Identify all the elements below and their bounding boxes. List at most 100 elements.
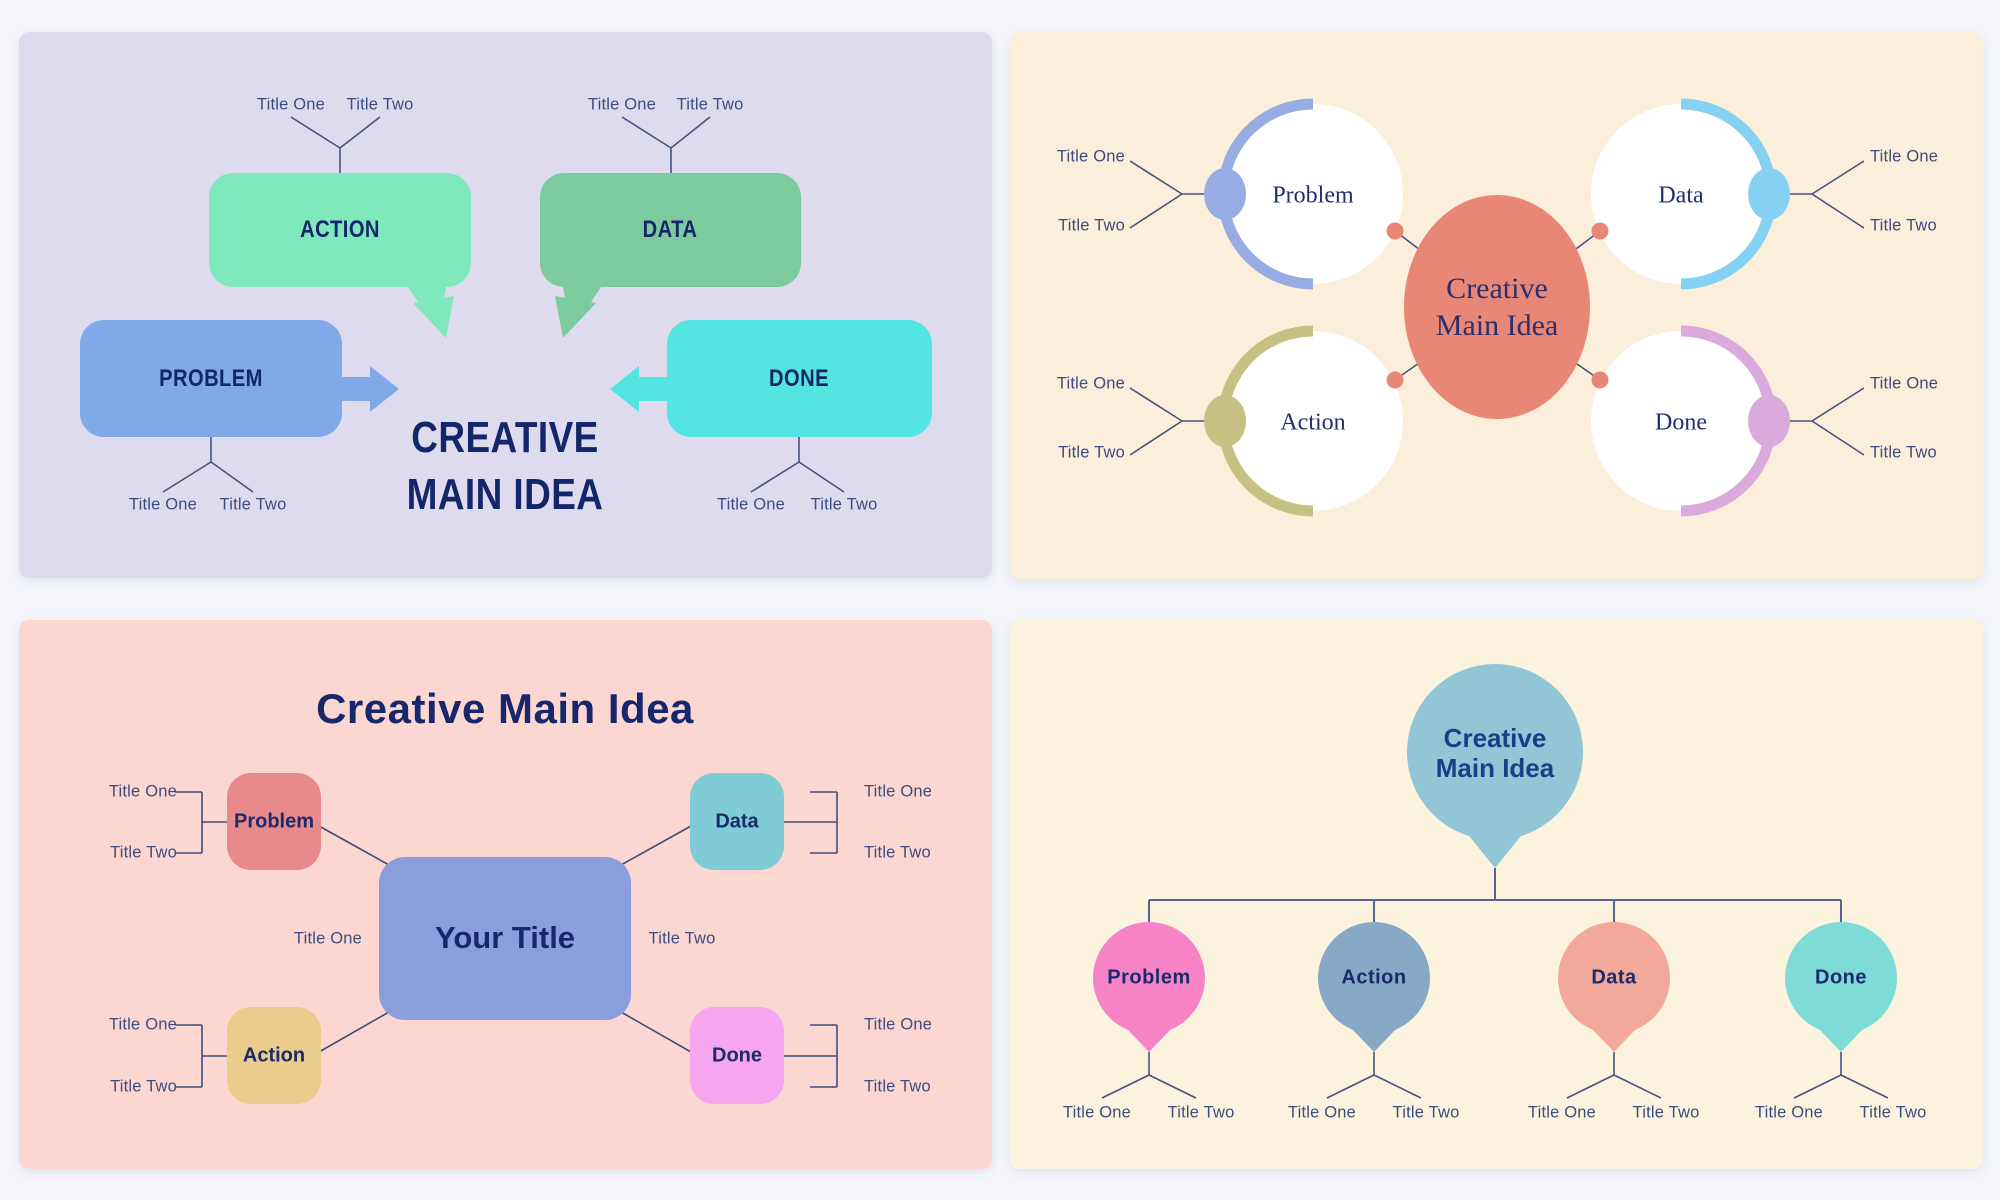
problem-title-two-label: Title Two <box>110 843 177 862</box>
balloons-diagram-canvas <box>1010 620 1983 1169</box>
problem-title-one-label: Title One <box>1056 147 1125 166</box>
action-title-one-label: Title One <box>1056 374 1125 393</box>
data-box-label: Data <box>715 810 759 833</box>
problem-title-two-label: Title Two <box>1058 216 1125 235</box>
problem-title-two-label: Title Two <box>1167 1103 1235 1122</box>
action-circle-shape <box>1223 331 1403 511</box>
action-title-two-label: Title Two <box>346 95 414 114</box>
center-box-label: Your Title <box>434 920 576 955</box>
data-bubble-shape <box>540 173 801 287</box>
action-bubble-label: ACTION <box>300 216 380 243</box>
main-balloon-title-line2: Main Idea <box>1435 753 1555 783</box>
action-title-two-label: Title Two <box>1058 443 1125 462</box>
problem-box-shape <box>227 773 321 870</box>
data-circle-shape <box>1591 104 1771 284</box>
done-title-two-label: Title Two <box>810 495 878 514</box>
data-circle-label: Data <box>1658 182 1704 209</box>
action-box-label: Action <box>242 1044 306 1067</box>
problem-arrow <box>342 366 399 412</box>
bubbles-main-title-line2: MAIN IDEA <box>406 470 604 519</box>
action-box-shape <box>227 1007 321 1104</box>
data-title-one-label: Title One <box>587 95 657 114</box>
done-box-label: Done <box>712 1044 762 1067</box>
balloons-tree-lines <box>1148 868 1842 922</box>
data-title-two-label: Title Two <box>1870 216 1937 235</box>
action-node-dot <box>1204 395 1246 447</box>
action-title-one-label: Title One <box>1287 1103 1357 1122</box>
action-title-one-label: Title One <box>108 1015 177 1034</box>
action-bubble-shape <box>209 173 471 287</box>
problem-circle-shape <box>1223 104 1403 284</box>
data-title-two-label: Title Two <box>864 843 931 862</box>
problem-bubble-shape <box>80 320 342 437</box>
bubbles-diagram-canvas <box>19 32 992 578</box>
problem-title-two-label: Title Two <box>219 495 287 514</box>
done-title-one-label: Title One <box>1754 1103 1824 1122</box>
problem-title-one-label: Title One <box>108 782 177 801</box>
problem-bubble-label: PROBLEM <box>159 365 263 392</box>
problem-balloon-label: Problem <box>1107 966 1191 989</box>
main-balloon-title-line1: Creative <box>1443 723 1547 753</box>
data-title-two-label: Title Two <box>676 95 744 114</box>
data-balloon-label: Data <box>1591 966 1637 989</box>
data-balloon-shape <box>1558 922 1670 1052</box>
action-title-two-label: Title Two <box>1392 1103 1460 1122</box>
done-balloon-shape <box>1785 922 1897 1052</box>
center-box-shape <box>379 857 631 1020</box>
problem-circle-label: Problem <box>1272 182 1354 209</box>
done-box-shape <box>690 1007 784 1104</box>
done-arrow <box>610 366 667 412</box>
action-circle-label: Action <box>1280 409 1346 436</box>
action-title-two-label: Title Two <box>110 1077 177 1096</box>
data-bubble-label: DATA <box>642 216 698 243</box>
data-title-one-label: Title One <box>1870 147 1939 166</box>
problem-balloon-shape <box>1093 922 1205 1052</box>
data-bubble-tail <box>555 287 601 338</box>
done-balloon-label: Done <box>1815 966 1867 989</box>
action-balloon-label: Action <box>1341 966 1407 989</box>
circles-center-title-line2: Main Idea <box>1435 309 1559 342</box>
problem-title-one-label: Title One <box>128 495 198 514</box>
circles-center-title: Creative Main Idea <box>1436 270 1558 344</box>
center-title-two-label: Title Two <box>648 929 716 948</box>
center-title-one-label: Title One <box>293 929 363 948</box>
center-ellipse-shape <box>1404 195 1590 419</box>
done-circle-shape <box>1591 331 1771 511</box>
boxes-diagonal-connectors <box>318 825 692 1053</box>
data-title-one-label: Title One <box>864 782 933 801</box>
problem-box-label: Problem <box>233 810 315 833</box>
circles-center-title-line1: Creative <box>1446 272 1548 305</box>
done-title-two-label: Title Two <box>1859 1103 1927 1122</box>
bubbles-branch-lines <box>162 116 845 493</box>
action-balloon-shape <box>1318 922 1430 1052</box>
data-box-shape <box>690 773 784 870</box>
boxes-bracket-lines <box>175 791 838 1088</box>
bubbles-main-title-line1: CREATIVE <box>411 413 599 462</box>
boxes-mindmap-panel: Creative Main Idea Your Title Problem Da… <box>19 620 992 1169</box>
done-bubble-label: DONE <box>769 365 829 392</box>
boxes-diagram-canvas <box>19 620 992 1169</box>
bubbles-main-title: CREATIVE MAIN IDEA <box>388 409 622 523</box>
action-bubble-tail <box>408 287 454 338</box>
done-bubble-shape <box>667 320 932 437</box>
bubbles-panel-background <box>19 32 992 578</box>
done-circle-label: Done <box>1655 409 1707 436</box>
data-title-two-label: Title Two <box>1632 1103 1700 1122</box>
done-title-two-label: Title Two <box>1870 443 1937 462</box>
balloons-mindmap-panel: Creative Main Idea Problem Action Data D… <box>1010 620 1983 1169</box>
main-balloon-shape <box>1407 664 1583 868</box>
boxes-panel-title: Creative Main Idea <box>316 685 694 732</box>
problem-title-one-label: Title One <box>1062 1103 1132 1122</box>
problem-node-dot <box>1204 168 1246 220</box>
bubbles-mindmap-panel: Title One Title Two Title One Title Two … <box>19 32 992 578</box>
circles-mindmap-panel: Title One Title Two Title One Title Two … <box>1010 32 1983 579</box>
done-node-dot <box>1748 395 1790 447</box>
done-title-two-label: Title Two <box>864 1077 931 1096</box>
done-title-one-label: Title One <box>1870 374 1939 393</box>
balloons-branch-lines <box>1101 1052 1889 1099</box>
circles-diagram-canvas <box>1010 32 1983 579</box>
action-title-one-label: Title One <box>256 95 326 114</box>
center-connector-dots <box>1386 222 1609 389</box>
data-title-one-label: Title One <box>1527 1103 1597 1122</box>
data-node-dot <box>1748 168 1790 220</box>
